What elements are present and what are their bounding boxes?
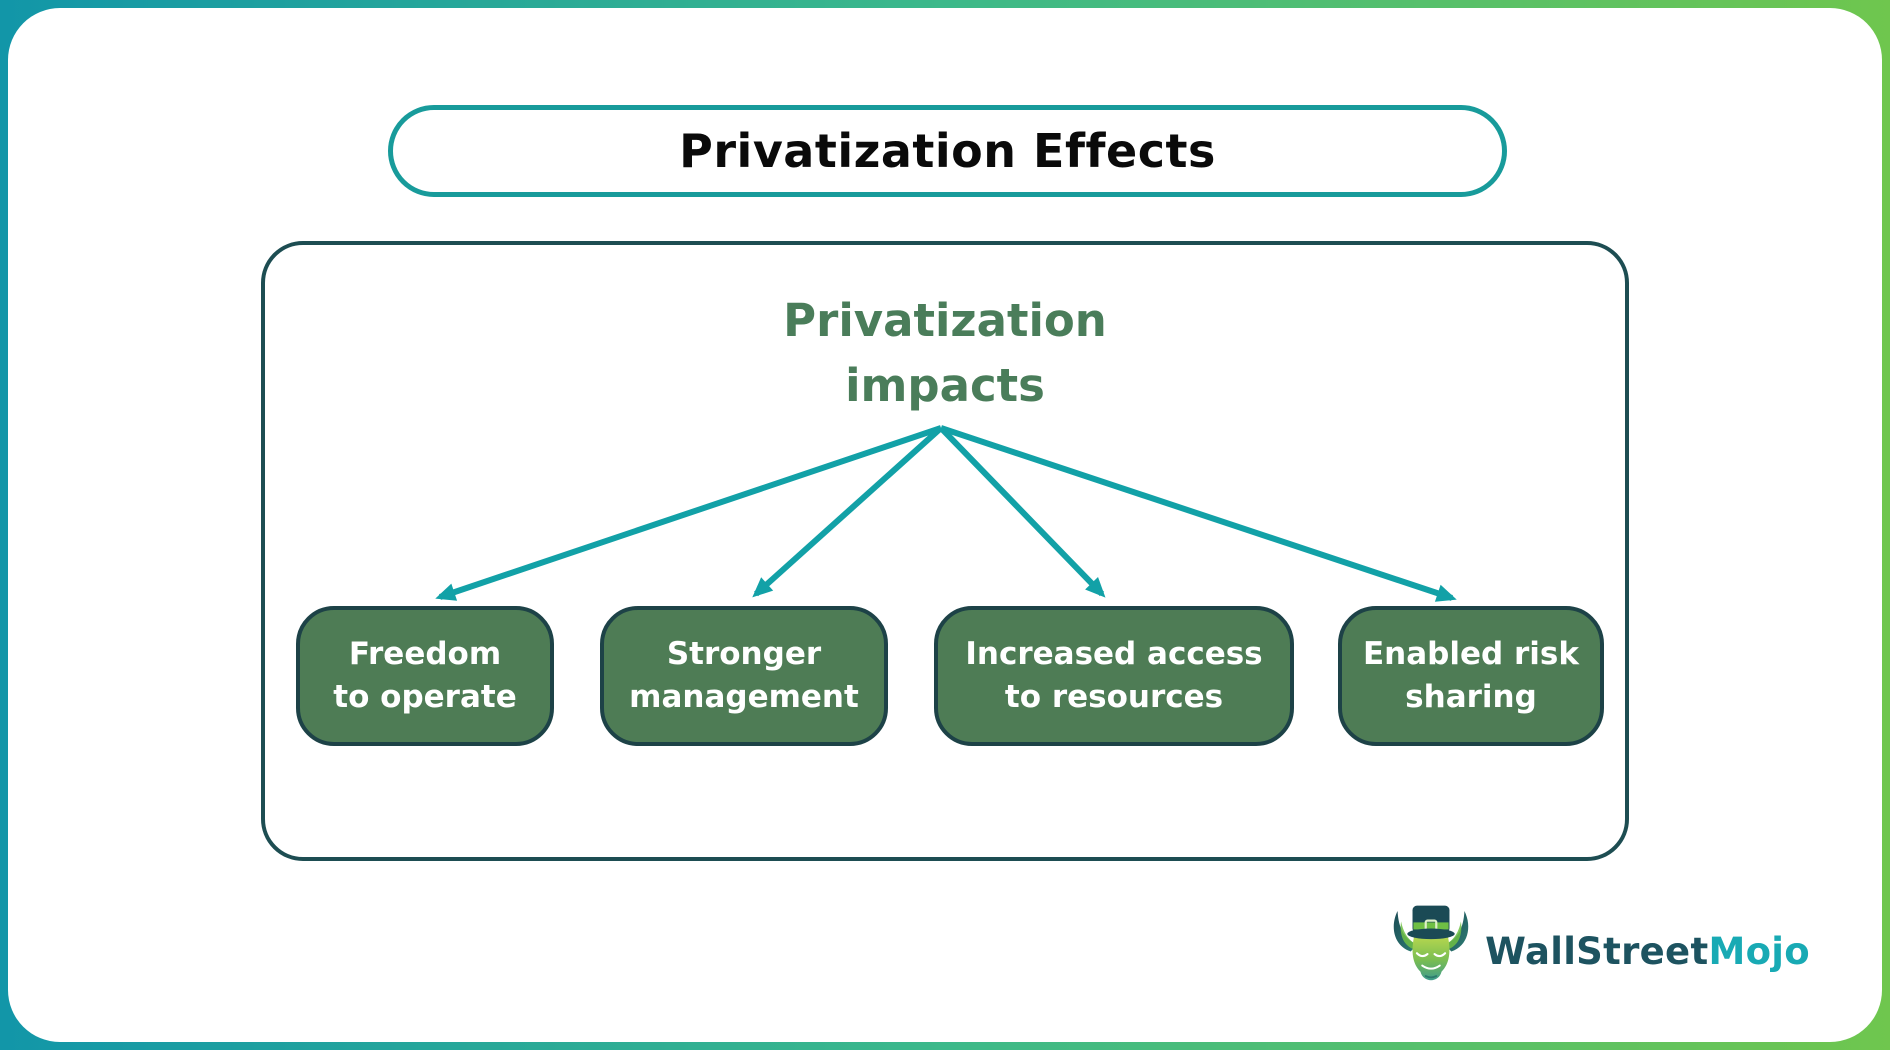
- node-label: Stronger management: [629, 636, 859, 715]
- wordmark-mojo: Mojo: [1708, 929, 1810, 973]
- node-stronger-management: Stronger management: [600, 606, 888, 746]
- node-label: Freedom to operate: [333, 636, 517, 715]
- page-title: Privatization Effects: [679, 124, 1216, 178]
- wordmark-wallstreet: WallStreet: [1485, 929, 1709, 973]
- bull-with-top-hat-icon: [1393, 905, 1469, 981]
- wallstreetmojo-logo: WallStreetMojo: [1387, 900, 1810, 1002]
- node-label: Increased access to resources: [965, 636, 1263, 715]
- page-title-pill: Privatization Effects: [388, 105, 1507, 197]
- diagram-container: [261, 241, 1629, 861]
- node-risk-sharing: Enabled risk sharing: [1338, 606, 1604, 746]
- wallstreetmojo-wordmark: WallStreetMojo: [1485, 930, 1810, 973]
- node-increased-access: Increased access to resources: [934, 606, 1294, 746]
- node-freedom-to-operate: Freedom to operate: [296, 606, 554, 746]
- node-label: Enabled risk sharing: [1363, 636, 1579, 715]
- diagram-root-label: Privatization impacts: [783, 294, 1107, 413]
